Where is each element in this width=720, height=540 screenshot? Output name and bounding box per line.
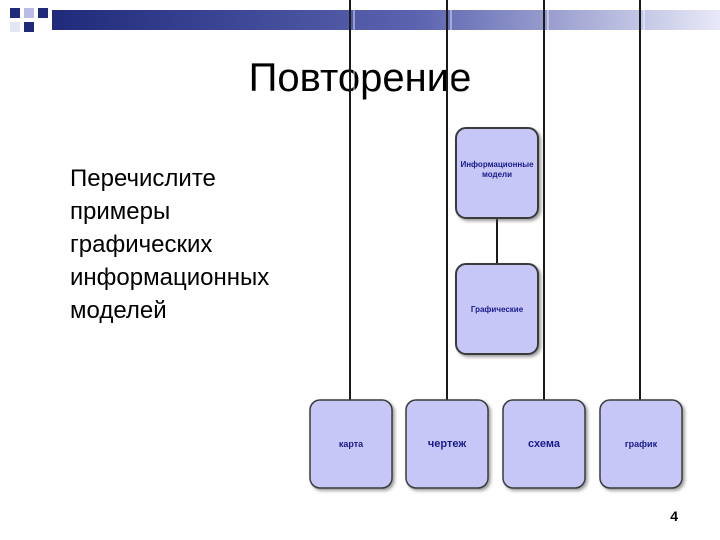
leaf-label-graph: график xyxy=(624,439,658,449)
leaf-label-scheme: схема xyxy=(528,438,560,450)
slide-title: Повторение xyxy=(248,56,472,100)
node-middle-label: Графические xyxy=(470,305,524,314)
body-line: моделей xyxy=(70,297,167,324)
node-leaf xyxy=(405,399,489,489)
body-line: Перечислите xyxy=(70,165,216,192)
node-middle xyxy=(455,263,539,355)
leaf-label-drawing: чертеж xyxy=(427,438,467,450)
leaf-label-map: карта xyxy=(338,439,364,449)
corner-decoration xyxy=(10,8,720,32)
node-leaf xyxy=(502,399,586,489)
page-number: 4 xyxy=(670,508,678,524)
node-leaf xyxy=(599,399,683,489)
body-line: информационных xyxy=(70,264,270,291)
body-line: графических xyxy=(70,231,213,258)
node-root-label: Информационные модели xyxy=(460,160,534,179)
node-leaf xyxy=(309,399,393,489)
connector-lines xyxy=(349,0,641,402)
node-root xyxy=(455,127,539,219)
slide-body-text: Перечислите примеры графических информац… xyxy=(70,162,330,327)
body-line: примеры xyxy=(70,198,171,225)
